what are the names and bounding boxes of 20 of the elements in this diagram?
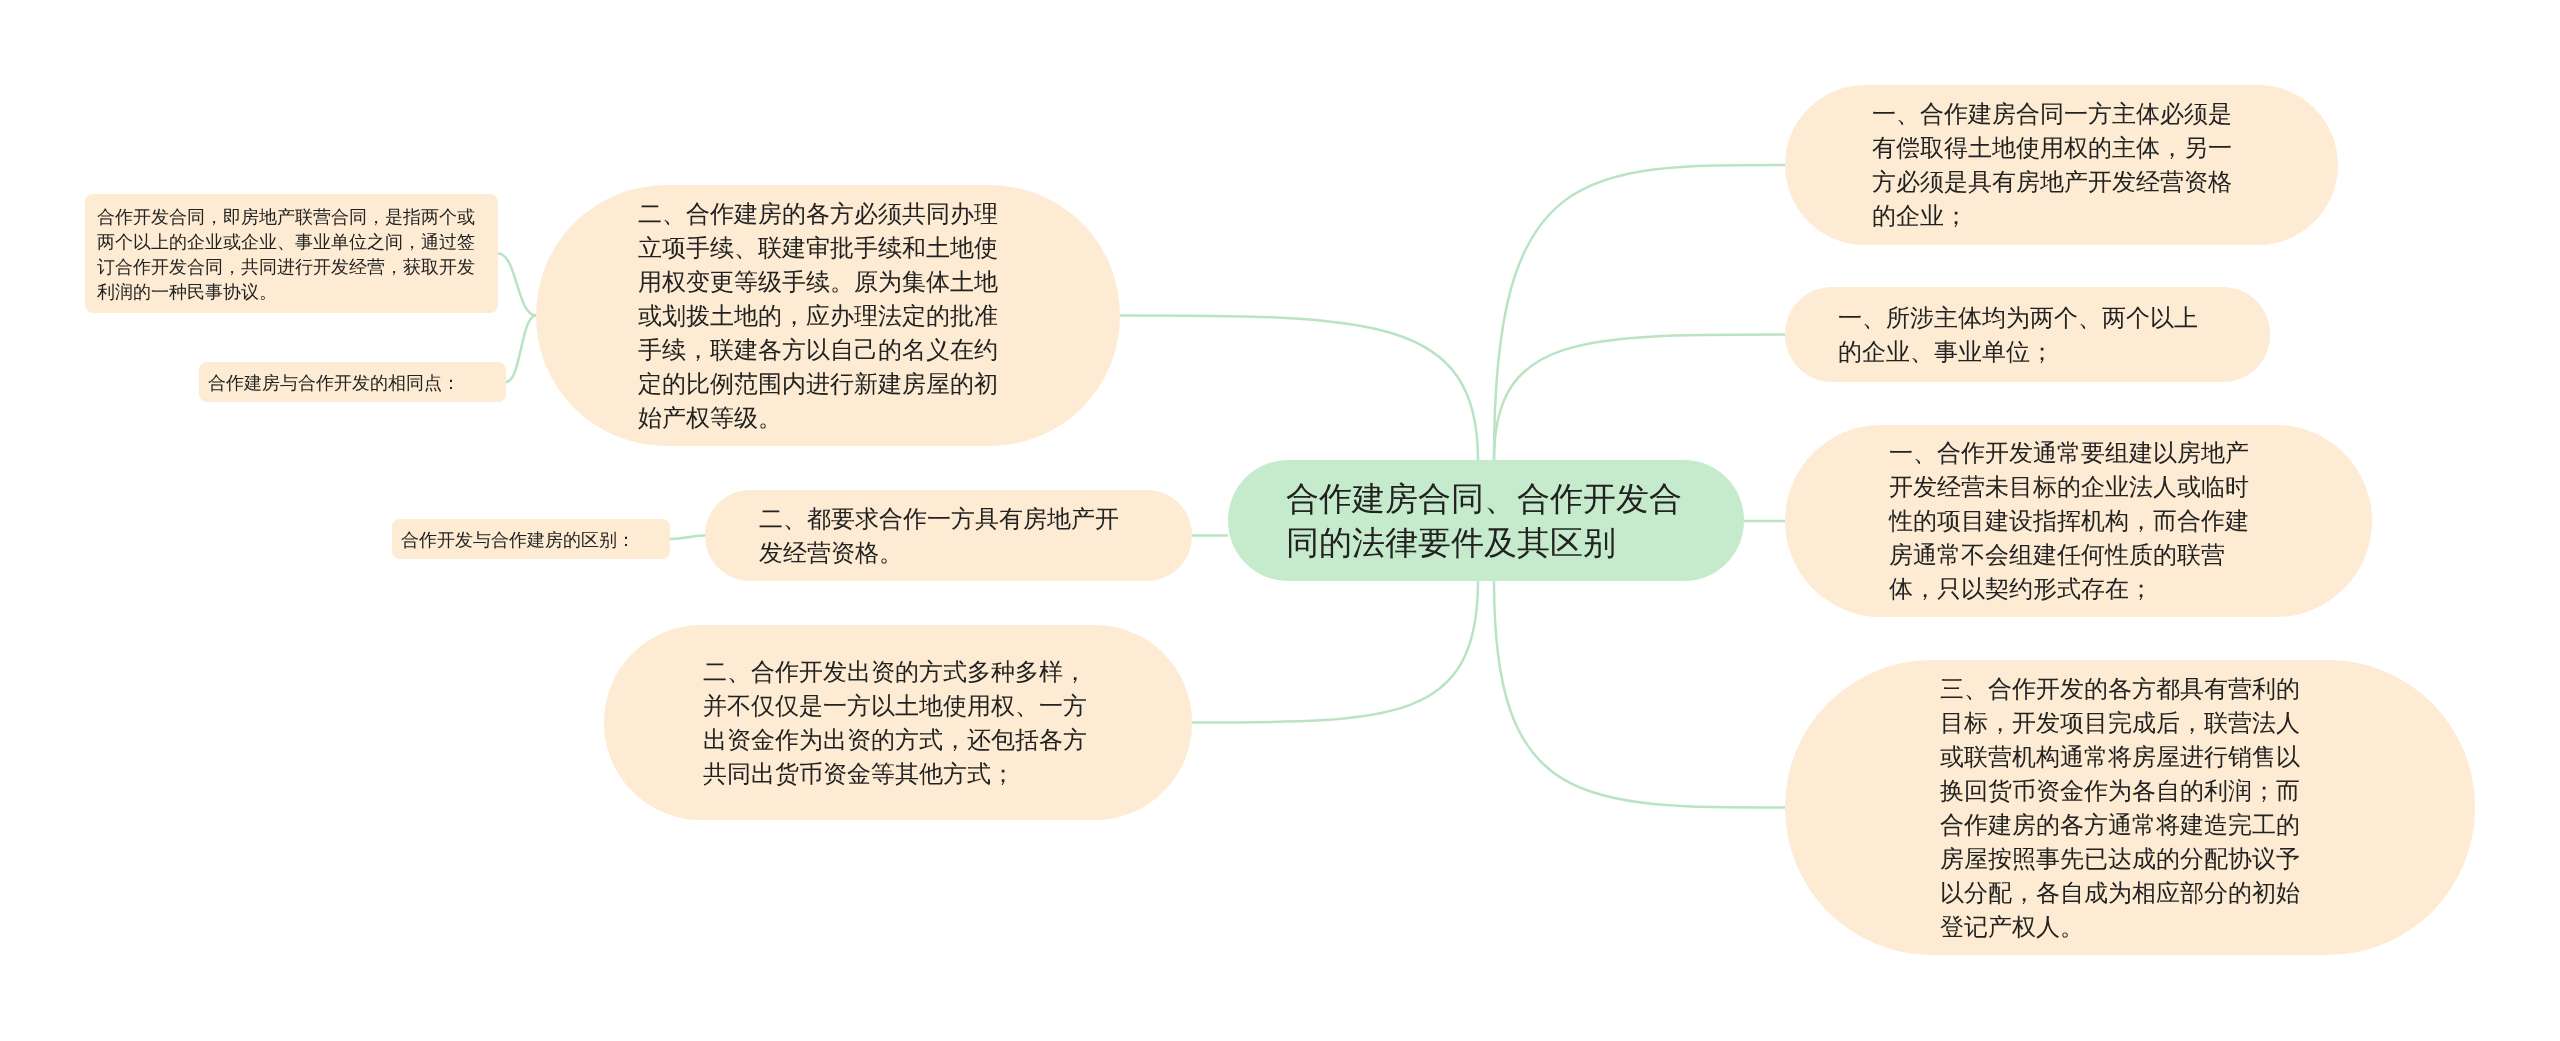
connector-line — [1192, 580, 1480, 724]
topic-bubble: 二、合作建房的各方必须共同办理立项手续、联建审批手续和土地使用权变更等级手续。原为集体土地或划拨土地的，应办理法定的批准手续，联建各方以自己的名义在约定的比例范围内进行新建房屋的初始产权等级。 — [536, 185, 1120, 446]
note-box: 合作开发合同，即房地产联营合同，是指两个或两个以上的企业或企业、事业单位之间，通过签订合作开发合同，共同进行开发经营，获取开发利润的一种民事协议。 — [85, 194, 498, 313]
connector-line — [497, 252, 537, 317]
connector-line — [505, 314, 537, 384]
connector-line — [1492, 333, 1785, 461]
topic-bubble: 一、合作建房合同一方主体必须是有偿取得土地使用权的主体，另一方必须是具有房地产开发经营资格的企业； — [1785, 85, 2338, 245]
note-box: 合作建房与合作开发的相同点： — [199, 362, 506, 402]
connector-line — [1120, 314, 1480, 461]
topic-bubble: 一、合作开发通常要组建以房地产开发经营未目标的企业法人或临时性的项目建设指挥机构，而合作建房通常不会组建任何性质的联营体，只以契约形式存在； — [1785, 425, 2372, 617]
connector-line — [1192, 534, 1228, 537]
topic-bubble: 三、合作开发的各方都具有营利的目标，开发项目完成后，联营法人或联营机构通常将房屋进行销售以换回货币资金作为各自的利润；而合作建房的各方通常将建造完工的房屋按照事先已达成的分配协议予以分配，各自成为相应部分的初始登记产权人。 — [1785, 660, 2475, 955]
topic-bubble: 一、所涉主体均为两个、两个以上的企业、事业单位； — [1785, 287, 2270, 382]
connector-line — [1744, 519, 1785, 523]
topic-bubble: 二、合作开发出资的方式多种多样，并不仅仅是一方以土地使用权、一方出资金作为出资的方式，还包括各方共同出货币资金等其他方式； — [604, 625, 1192, 820]
connector-line — [669, 534, 706, 541]
topic-bubble: 二、都要求合作一方具有房地产开发经营资格。 — [705, 490, 1192, 581]
note-box: 合作开发与合作建房的区别： — [392, 519, 670, 559]
connector-line — [1492, 580, 1785, 809]
central-topic-bubble: 合作建房合同、合作开发合同的法律要件及其区别 — [1228, 460, 1744, 581]
